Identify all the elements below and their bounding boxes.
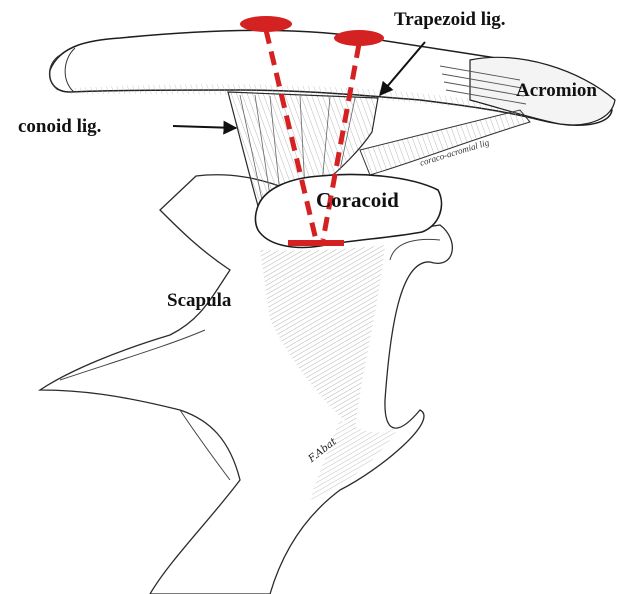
scapula-body: [40, 175, 452, 594]
acromion-label: Acromion: [516, 80, 597, 102]
coraco-acromial-ligament: [360, 110, 530, 175]
conoid-tunnel-marker: [240, 16, 292, 32]
scapula-label: Scapula: [167, 290, 231, 312]
trapezoid-tunnel-marker: [334, 30, 384, 46]
conoid-arrow: [173, 126, 236, 128]
conoid-ligament-label: conoid lig.: [18, 116, 101, 138]
coracoid-label: Coracoid: [316, 188, 399, 213]
trapezoid-ligament-label: Trapezoid lig.: [394, 9, 506, 31]
